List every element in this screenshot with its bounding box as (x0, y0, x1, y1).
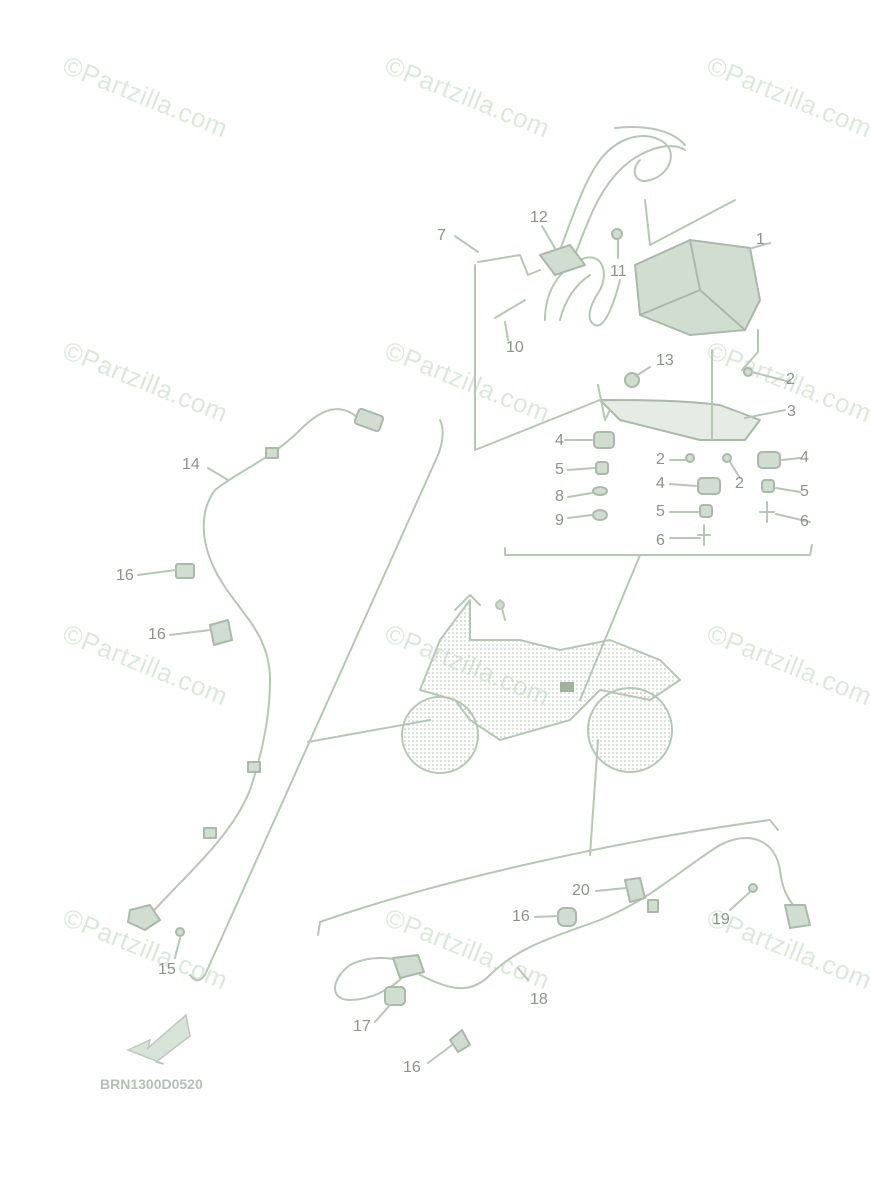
brake-pipe (559, 135, 672, 251)
callout-label: 2 (735, 475, 744, 492)
callout-label: 9 (555, 512, 564, 529)
brake-pipe (614, 125, 686, 146)
front-direction-arrow-icon (126, 1013, 191, 1065)
bolt (697, 524, 711, 546)
brake-pipe (574, 145, 686, 256)
callout-label: 10 (506, 339, 524, 356)
callout-label: 20 (572, 882, 590, 899)
rear-wheel-sensor (392, 954, 425, 979)
rear-sensor-head (784, 904, 811, 929)
pipe-bracket (539, 244, 586, 276)
callout-label: 18 (530, 991, 548, 1008)
lead-clip (203, 827, 217, 839)
rear-sensor-lead (419, 837, 801, 990)
grommet (557, 907, 577, 927)
collar (761, 479, 775, 493)
diagram-code: BRN1300D0520 (100, 1076, 203, 1092)
holder (384, 986, 406, 1006)
front-sensor-lead (149, 408, 361, 916)
callout-label: 4 (555, 432, 564, 449)
callout-label: 13 (656, 352, 674, 369)
callout-label: 8 (555, 488, 564, 505)
damper (697, 477, 721, 495)
abs-hydraulic-unit (634, 239, 761, 336)
callout-label: 16 (403, 1059, 421, 1076)
washer (592, 486, 608, 496)
callout-label: 2 (786, 371, 795, 388)
bolt (494, 299, 526, 319)
callout-label: 17 (353, 1018, 371, 1035)
lead-clip (247, 761, 261, 773)
motorcycle-silhouette (401, 594, 681, 774)
lead-clip (647, 899, 659, 913)
callout-label: 14 (182, 456, 200, 473)
nut (592, 509, 608, 521)
grommet (449, 1029, 471, 1053)
callout-label: 15 (158, 961, 176, 978)
holder (477, 254, 541, 276)
grommet (209, 619, 233, 646)
damper (593, 431, 615, 449)
abs-stay (599, 399, 761, 441)
callout-label: 12 (530, 209, 548, 226)
lead-clip (265, 447, 279, 459)
callout-label: 5 (555, 461, 564, 478)
callout-label: 16 (512, 908, 530, 925)
rear-sensor-lead (334, 957, 421, 1001)
callout-label: 5 (800, 483, 809, 500)
clamp (175, 563, 195, 579)
callout-label: 6 (800, 513, 809, 530)
callout-label: 19 (712, 911, 730, 928)
bolt (759, 501, 775, 523)
callout-label: 11 (610, 263, 627, 280)
front-wheel-sensor (127, 904, 161, 931)
callout-label: 4 (656, 475, 665, 492)
damper (757, 451, 781, 469)
connector (353, 407, 385, 433)
brake-pipe (559, 274, 591, 321)
callout-label: 5 (656, 503, 665, 520)
callout-label: 6 (656, 532, 665, 549)
callout-label: 1 (756, 231, 765, 248)
callout-label: 2 (656, 451, 665, 468)
callout-label: 4 (800, 449, 809, 466)
collar (699, 504, 713, 518)
callout-label: 16 (148, 626, 166, 643)
clamp (624, 877, 646, 903)
collar (595, 461, 609, 475)
callout-label: 7 (437, 227, 446, 244)
callout-label: 3 (787, 403, 796, 420)
callout-label: 16 (116, 567, 134, 584)
